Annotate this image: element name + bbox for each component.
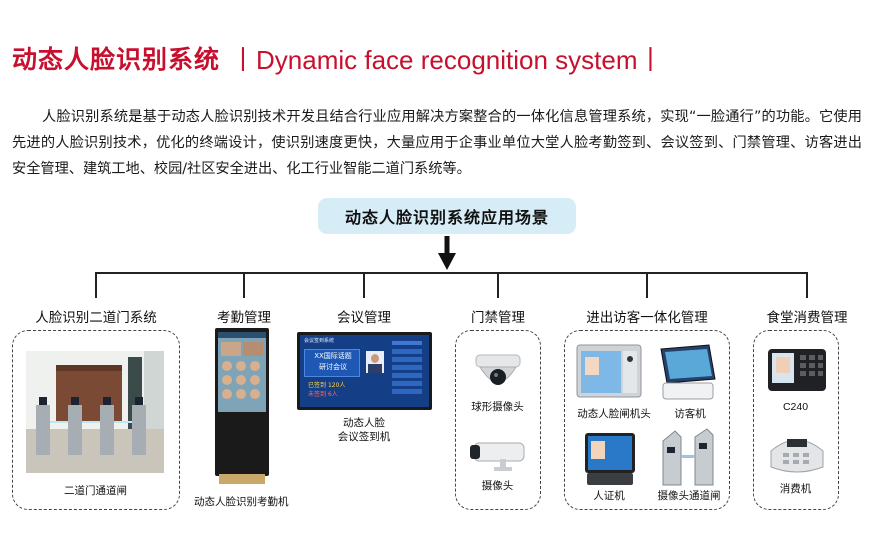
meeting-caption: 动态人脸 会议签到机 bbox=[337, 417, 391, 443]
turnstile-gate-photo bbox=[26, 351, 164, 473]
dome-camera-icon bbox=[475, 354, 521, 385]
access-control-panel: 球形摄像头 摄像头 bbox=[455, 330, 541, 510]
connector-horizontal bbox=[95, 272, 807, 274]
connector-5 bbox=[646, 272, 648, 298]
category-access-control: 门禁管理 bbox=[471, 310, 525, 326]
category-gate-system: 人脸识别二道门系统 bbox=[35, 310, 157, 326]
face-terminal-caption: 动态人脸闸机头 bbox=[577, 408, 651, 420]
title-en: 丨Dynamic face recognition system丨 bbox=[230, 44, 664, 75]
unsigned-count: 6人 bbox=[327, 391, 338, 398]
connector-1 bbox=[95, 272, 97, 298]
meeting-screen-header: 会议签到系统 bbox=[304, 338, 335, 344]
camera-gate-caption: 摄像头通道闸 bbox=[657, 490, 721, 502]
id-verifier-icon bbox=[585, 433, 635, 485]
scene-title: 动态人脸识别系统应用场景 bbox=[318, 198, 576, 234]
c240-caption: C240 bbox=[782, 401, 809, 413]
intro-paragraph: 人脸识别系统是基于动态人脸识别技术开发且结合行业应用解决方案整合的一体化信息管理… bbox=[12, 109, 862, 177]
visitor-machine-caption: 访客机 bbox=[674, 408, 706, 420]
category-visitor: 进出访客一体化管理 bbox=[586, 310, 708, 326]
attendee-photo bbox=[366, 351, 384, 373]
connector-4 bbox=[497, 272, 499, 298]
category-canteen: 食堂消费管理 bbox=[766, 310, 848, 326]
connector-6 bbox=[806, 272, 808, 298]
signed-label: 已签到 bbox=[308, 382, 327, 389]
title-cn: 动态人脸识别系统 bbox=[12, 45, 221, 74]
gate-caption: 二道门通道闸 bbox=[64, 485, 127, 497]
c240-terminal-icon bbox=[768, 349, 826, 391]
dome-camera-caption: 球形摄像头 bbox=[471, 401, 524, 413]
category-attendance: 考勤管理 bbox=[217, 310, 271, 326]
attendance-kiosk-image bbox=[215, 328, 269, 484]
signed-count: 120人 bbox=[327, 382, 346, 389]
bullet-camera-icon bbox=[470, 442, 525, 471]
page-title: 动态人脸识别系统 丨Dynamic face recognition syste… bbox=[12, 38, 664, 78]
arrow-down-icon bbox=[438, 236, 456, 270]
visitor-panel: 动态人脸闸机头 访客机 人证机 摄像头通道闸 bbox=[564, 330, 730, 510]
camera-gate-icon bbox=[662, 428, 714, 486]
canteen-panel: C240 消费机 bbox=[753, 330, 839, 510]
connector-3 bbox=[363, 272, 365, 298]
gate-system-panel: 二道门通道闸 bbox=[12, 330, 180, 510]
category-meeting: 会议管理 bbox=[337, 310, 391, 326]
id-verifier-caption: 人证机 bbox=[593, 490, 625, 502]
attendance-caption: 动态人脸识别考勤机 bbox=[194, 496, 289, 508]
meeting-name: XX国际话题 研讨会议 bbox=[314, 352, 352, 371]
pos-machine-icon bbox=[770, 439, 824, 473]
unsigned-label: 未签到 bbox=[308, 391, 327, 398]
meeting-screen: 会议签到系统 XX国际话题 研讨会议 已签到 120人 未签到 6人 bbox=[297, 332, 432, 410]
connector-2 bbox=[243, 272, 245, 298]
visitor-machine-icon bbox=[660, 344, 716, 400]
bullet-camera-caption: 摄像头 bbox=[481, 480, 514, 492]
pos-machine-caption: 消费机 bbox=[779, 483, 812, 495]
face-terminal-icon bbox=[576, 344, 642, 398]
